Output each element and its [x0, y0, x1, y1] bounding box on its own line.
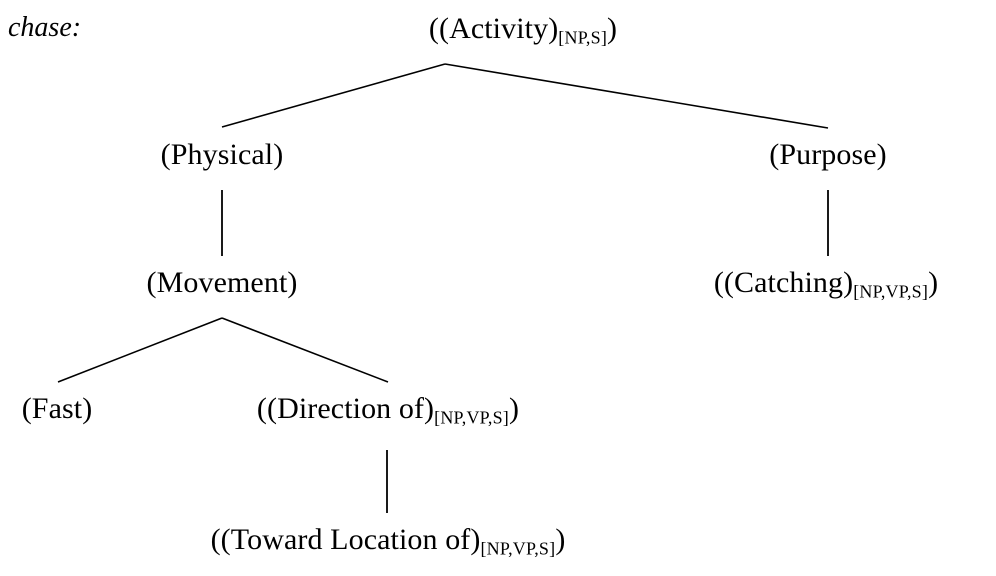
node-physical-text: (Physical) — [160, 138, 284, 171]
edge-movement-to-fast — [57, 317, 223, 383]
node-fast-text: (Fast) — [21, 392, 93, 425]
node-activity-text: ((Activity) — [428, 12, 559, 45]
node-toward-location-of-subscript: [NP,VP,S] — [480, 538, 556, 559]
tree-node-fast: (Fast) — [22, 394, 93, 424]
node-direction-of-tail: ) — [509, 392, 520, 425]
node-catching-text: ((Catching) — [713, 266, 854, 299]
tree-node-movement: (Movement) — [147, 268, 298, 298]
node-direction-of-subscript: [NP,VP,S] — [434, 407, 510, 428]
node-movement-text: (Movement) — [146, 266, 298, 299]
tree-node-activity: ((Activity)[NP,S]) — [428, 12, 618, 48]
edge-root-to-physical — [221, 63, 446, 128]
node-catching-tail: ) — [928, 266, 939, 299]
edge-movement-to-direction-of — [221, 317, 389, 383]
node-toward-location-of-text: ((Toward Location of) — [210, 523, 481, 556]
tree-node-physical: (Physical) — [161, 140, 284, 170]
node-activity-subscript: [NP,S] — [558, 27, 608, 48]
node-direction-of-text: ((Direction of) — [256, 392, 435, 425]
tree-node-toward-location-of: ((Toward Location of)[NP,VP,S]) — [210, 523, 566, 559]
tree-node-purpose: (Purpose) — [769, 140, 887, 170]
edge-root-to-purpose — [444, 63, 829, 129]
tree-node-catching: ((Catching)[NP,VP,S]) — [713, 266, 939, 302]
node-toward-location-of-tail: ) — [555, 523, 566, 556]
tree-node-direction-of: ((Direction of)[NP,VP,S]) — [256, 392, 520, 428]
node-activity-tail: ) — [607, 12, 618, 45]
node-purpose-text: (Purpose) — [769, 138, 887, 171]
node-catching-subscript: [NP,VP,S] — [853, 281, 929, 302]
headword-label: chase: — [8, 12, 82, 43]
